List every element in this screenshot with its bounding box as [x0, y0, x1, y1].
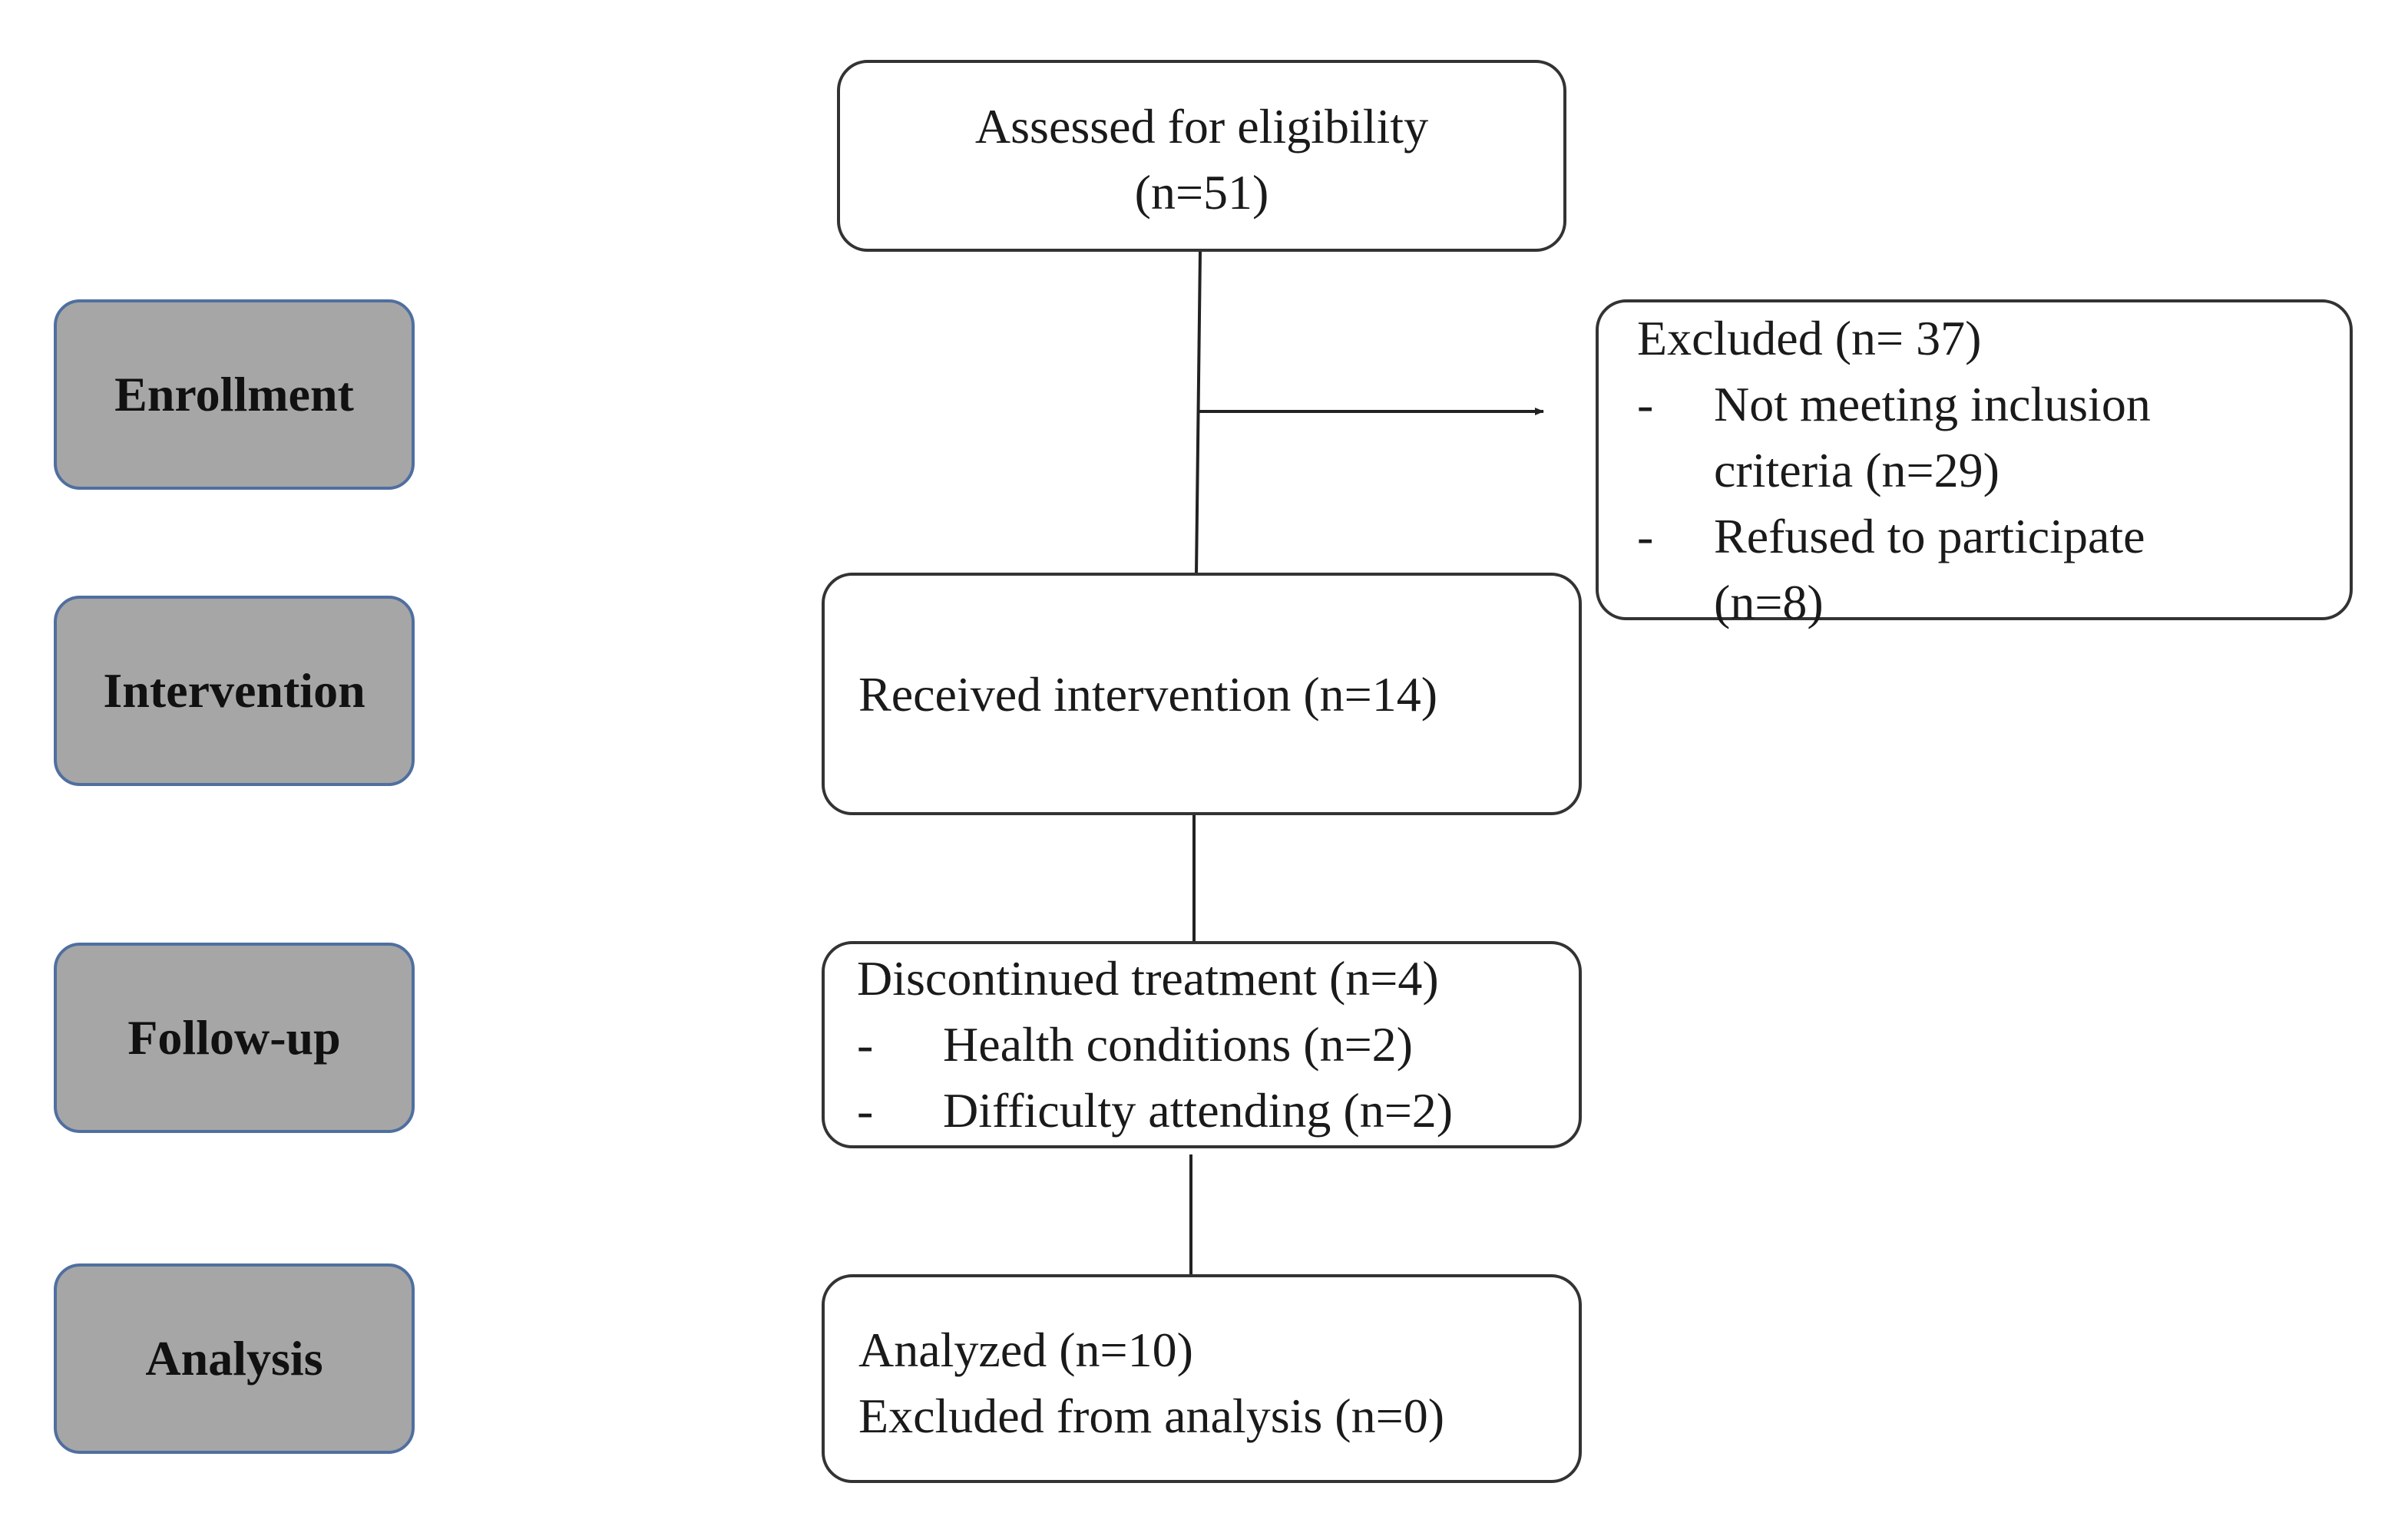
discontinued-box: Discontinued treatment (n=4) - Health co…	[822, 941, 1582, 1148]
excluded-reason-count: criteria (n=29)	[1714, 443, 2000, 497]
discontinued-reason-text: Health conditions (n=2)	[943, 1017, 1413, 1072]
phase-label-follow-up: Follow-up	[54, 943, 415, 1133]
bullet-dash: -	[1637, 509, 1654, 563]
analyzed-text: Analyzed (n=10)	[858, 1323, 1193, 1377]
assessed-label: Assessed for eligibility	[974, 99, 1429, 154]
intervention-text: Received intervention (n=14)	[858, 667, 1438, 722]
excluded-reason-text: Refused to participate	[1714, 509, 2145, 563]
phase-label-intervention: Intervention	[54, 596, 415, 786]
discontinued-title: Discontinued treatment (n=4)	[857, 951, 1439, 1006]
analysis-box: Analyzed (n=10) Excluded from analysis (…	[822, 1274, 1582, 1483]
bullet-dash: -	[857, 1083, 874, 1138]
assessed-count: (n=51)	[1134, 165, 1269, 220]
discontinued-reason-text: Difficulty attending (n=2)	[943, 1083, 1454, 1138]
excluded-from-analysis-text: Excluded from analysis (n=0)	[858, 1389, 1444, 1443]
intervention-box: Received intervention (n=14)	[822, 573, 1582, 815]
excluded-reason-not-meeting-criteria: - Not meeting inclusion	[1637, 372, 2350, 438]
excluded-title: Excluded (n= 37)	[1637, 311, 1982, 365]
phase-label-analysis-text: Analysis	[145, 1331, 323, 1386]
excluded-box: Excluded (n= 37) - Not meeting inclusion…	[1596, 299, 2353, 629]
phase-label-enrollment-text: Enrollment	[114, 367, 354, 421]
discontinued-reason-health: - Health conditions (n=2)	[857, 1012, 1579, 1078]
bullet-dash: -	[1637, 377, 1654, 431]
phase-label-enrollment: Enrollment	[54, 299, 415, 490]
phase-label-intervention-text: Intervention	[103, 663, 366, 718]
assessed-box: Assessed for eligibility (n=51)	[837, 60, 1566, 252]
phase-label-follow-up-text: Follow-up	[127, 1010, 341, 1065]
excluded-reason-refused: - Refused to participate	[1637, 504, 2350, 570]
phase-label-analysis: Analysis	[54, 1263, 415, 1454]
discontinued-reason-attending: - Difficulty attending (n=2)	[857, 1078, 1579, 1144]
excluded-reason-count: (n=8)	[1714, 575, 1824, 629]
bullet-dash: -	[857, 1017, 874, 1072]
excluded-reason-text: Not meeting inclusion	[1714, 377, 2151, 431]
